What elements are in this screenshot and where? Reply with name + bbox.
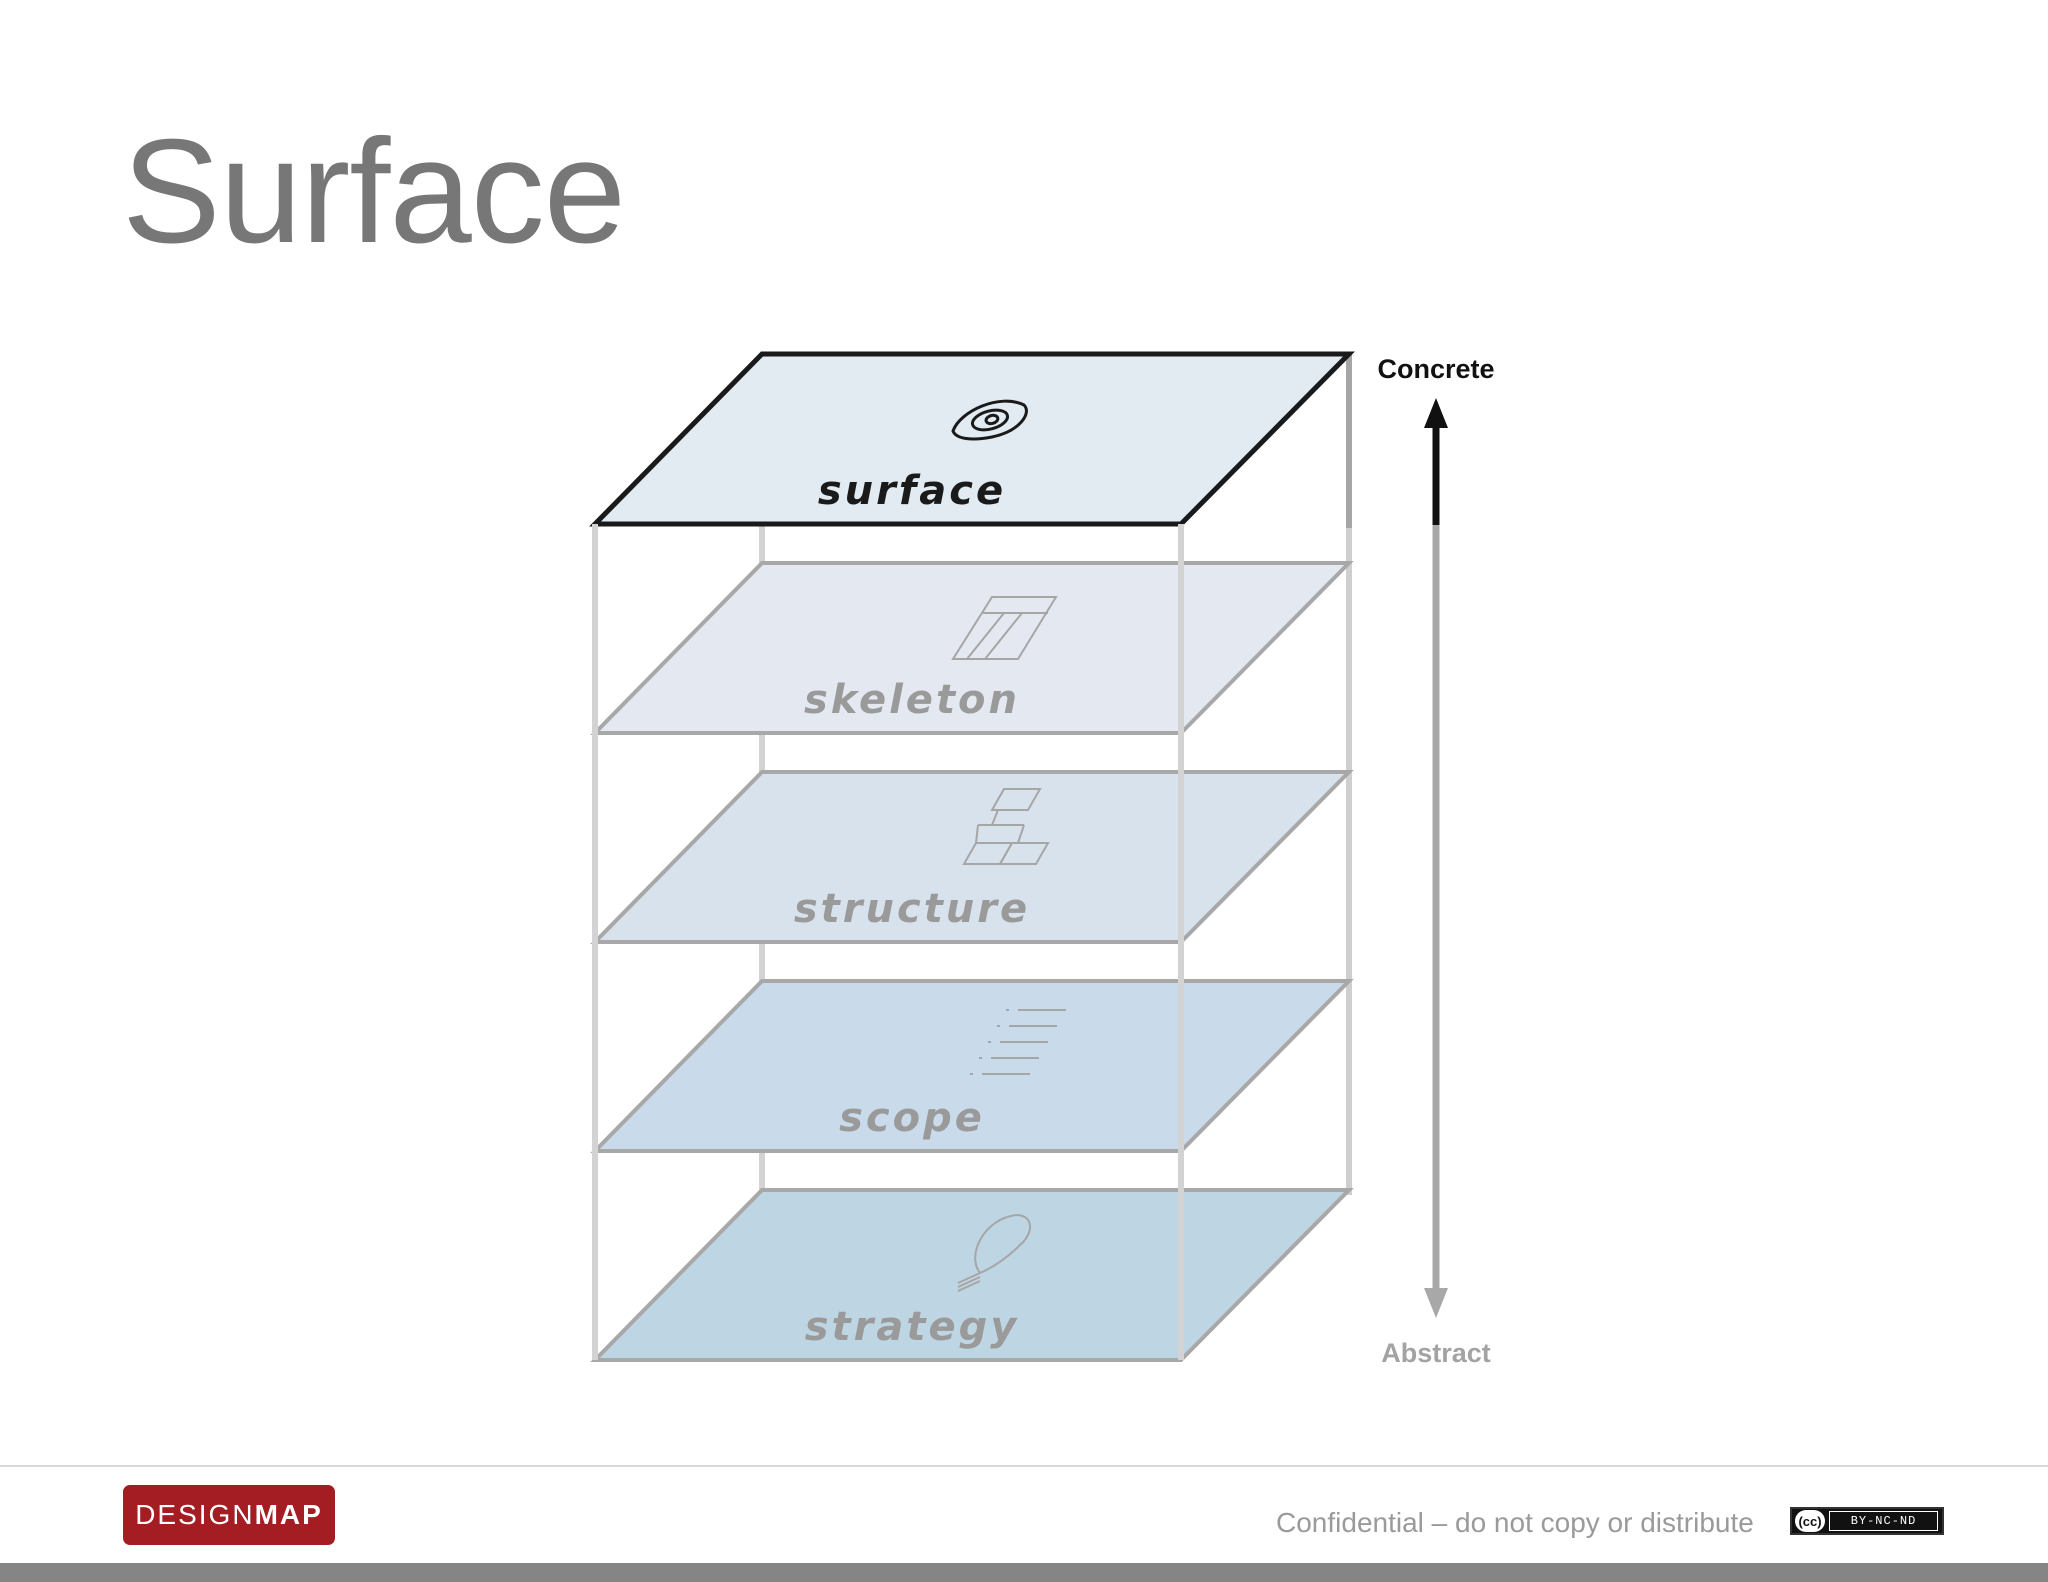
sitemap-icon	[1017, 824, 1025, 844]
cc-icon: (cc)	[1795, 1510, 1825, 1532]
list-icon	[970, 1009, 1066, 1075]
sitemap-icon	[962, 788, 1050, 865]
eye-icon	[951, 399, 1028, 441]
lightbulb-icon	[974, 1213, 1031, 1275]
layer-surface: surface	[589, 351, 1355, 527]
confidential-notice: Confidential – do not copy or distribute	[1276, 1507, 1754, 1538]
eye-icon	[951, 399, 1028, 441]
footer-divider	[0, 1465, 2048, 1467]
layer-structure: structure	[590, 770, 1354, 944]
layer-plane-strategy	[590, 1188, 1354, 1362]
lightbulb-icon	[957, 1280, 981, 1292]
layer-strategy: strategy	[590, 1188, 1354, 1362]
cc-license-badge: (cc) BY-NC-ND	[1790, 1507, 1944, 1535]
layer-label-scope: scope	[839, 1095, 985, 1141]
logo-text-map: MAP	[254, 1499, 323, 1530]
layers-group: surface skeleton structure scope strategy	[589, 351, 1355, 1362]
eye-icon	[984, 413, 1000, 426]
layer-label-structure: structure	[794, 886, 1030, 932]
arrow-up-icon	[1424, 398, 1448, 428]
layer-plane-scope	[590, 979, 1354, 1153]
layer-label-surface: surface	[818, 468, 1006, 514]
page-title: Surface	[122, 109, 626, 274]
lightbulb-icon	[957, 1272, 981, 1284]
eye-icon	[970, 408, 1010, 432]
elements-of-ux-diagram: surface skeleton structure scope strategy Co…	[589, 351, 1495, 1368]
axis-label-concrete: Concrete	[1377, 354, 1494, 384]
layer-scope: scope	[590, 979, 1354, 1153]
layer-label-strategy: strategy	[805, 1304, 1020, 1350]
sitemap-icon	[991, 809, 999, 826]
arrow-down-icon	[1424, 1288, 1448, 1318]
layer-plane-skeleton	[590, 561, 1354, 735]
sitemap-icon	[990, 788, 1042, 811]
axis-label-abstract: Abstract	[1381, 1338, 1491, 1368]
lightbulb-icon	[957, 1213, 1031, 1292]
layer-label-skeleton: skeleton	[804, 677, 1020, 723]
logo-text-design: DESIGN	[135, 1499, 255, 1530]
lightbulb-icon	[957, 1276, 981, 1288]
wireframe-icon	[951, 596, 1058, 660]
license-text: BY-NC-ND	[1829, 1511, 1938, 1531]
sitemap-icon	[998, 842, 1050, 865]
sitemap-icon	[975, 824, 979, 844]
bottom-bar	[0, 1563, 2048, 1582]
layer-skeleton: skeleton	[590, 561, 1354, 735]
wireframe-icon	[951, 596, 1058, 660]
layer-plane-structure	[590, 770, 1354, 944]
